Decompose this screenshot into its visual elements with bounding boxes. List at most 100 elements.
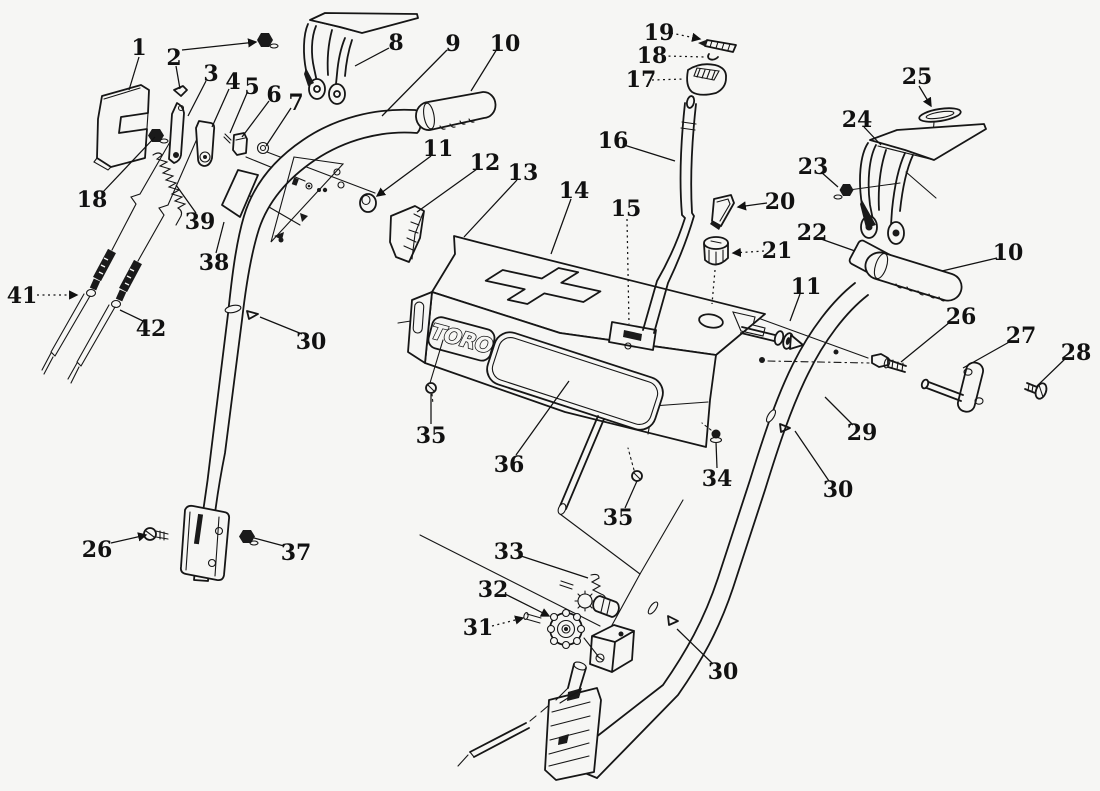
leader-line <box>128 56 140 91</box>
leader-line <box>504 593 551 617</box>
callout-8: 8 <box>354 30 404 67</box>
callout-label-26-32: 26 <box>82 537 113 563</box>
callout-11: 11 <box>375 136 454 197</box>
callout-label-4-3: 4 <box>225 69 240 95</box>
callout-38: 38 <box>199 221 230 276</box>
callout-label-3-2: 3 <box>203 61 218 87</box>
callout-label-8-7: 8 <box>388 30 403 56</box>
callout-label-34-36: 34 <box>702 466 733 492</box>
screw-35-left <box>425 339 444 405</box>
callout-12: 12 <box>416 150 500 213</box>
callout-label-9-8: 9 <box>445 31 460 57</box>
callout-label-7-6: 7 <box>288 90 303 116</box>
callout-label-33-44: 33 <box>494 539 525 565</box>
leader-line <box>101 136 156 194</box>
leader-line <box>820 171 839 188</box>
callout-label-22-18: 22 <box>797 220 828 246</box>
callout-label-42-30: 42 <box>136 316 167 342</box>
callout-label-25-14: 25 <box>902 64 933 90</box>
retainer-clip <box>707 53 719 61</box>
callout-39: 39 <box>175 184 215 235</box>
callout-label-38-28: 38 <box>199 250 230 276</box>
mounting-plate <box>93 84 150 171</box>
callout-10: 10 <box>941 240 1024 272</box>
right-grip <box>864 251 963 302</box>
nut-34 <box>701 422 723 444</box>
callout-label-41-29: 41 <box>7 283 38 309</box>
callout-1: 1 <box>128 35 147 91</box>
callout-16: 16 <box>598 128 676 162</box>
callout-19: 19 <box>644 20 702 46</box>
upper-bracket-right <box>833 107 987 245</box>
leader-line <box>354 47 390 67</box>
leader-line <box>651 78 685 81</box>
callout-label-1-0: 1 <box>131 35 146 61</box>
carriage-bolt <box>871 353 907 373</box>
lower-bracket-right <box>544 687 602 781</box>
callout-label-17-12: 17 <box>626 67 657 93</box>
callout-label-18-11: 18 <box>637 43 668 69</box>
callout-label-29-42: 29 <box>847 420 878 446</box>
callout-14: 14 <box>550 178 590 255</box>
leader-line <box>187 80 207 117</box>
callout-label-28-41: 28 <box>1061 340 1092 366</box>
callout-26: 26 <box>82 532 148 563</box>
leader-line <box>863 126 882 146</box>
leader-line <box>265 107 292 147</box>
leader-line <box>918 85 932 108</box>
leader-line <box>241 100 270 138</box>
callout-30: 30 <box>259 316 327 355</box>
callout-29: 29 <box>824 396 878 446</box>
callout-15: 15 <box>611 196 641 325</box>
leader-line <box>962 340 1012 369</box>
lower-bracket-left <box>143 504 259 582</box>
callout-28: 28 <box>1036 340 1092 387</box>
callout-label-16-13: 16 <box>598 128 629 154</box>
callout-label-23-16: 23 <box>798 154 829 180</box>
callout-label-30-43: 30 <box>823 477 854 503</box>
leader-line <box>789 293 801 322</box>
leader-line <box>381 49 448 117</box>
callout-label-14-24: 14 <box>559 178 590 204</box>
callout-label-2-1: 2 <box>166 45 181 71</box>
callout-11: 11 <box>789 274 822 322</box>
callout-label-30-31: 30 <box>296 329 327 355</box>
callout-41: 41 <box>7 283 79 309</box>
right-handle-tube <box>562 282 869 779</box>
callout-30: 30 <box>676 628 738 685</box>
bushing <box>359 193 377 213</box>
cable-42 <box>67 124 204 384</box>
clevis-pin <box>698 39 737 53</box>
callout-18: 18 <box>637 43 707 69</box>
callout-label-35-34: 35 <box>416 423 447 449</box>
callout-label-11-38: 11 <box>791 274 822 300</box>
callout-27: 27 <box>962 323 1037 369</box>
decal <box>221 169 259 218</box>
leader-line <box>1036 357 1067 387</box>
callout-label-26-39: 26 <box>946 304 977 330</box>
leader-line <box>794 430 830 482</box>
callout-33: 33 <box>494 539 589 579</box>
callout-label-36-35: 36 <box>494 452 525 478</box>
leader-line <box>736 201 768 211</box>
callout-label-11-21: 11 <box>423 136 454 162</box>
leader-line <box>670 32 702 42</box>
callout-label-10-20: 10 <box>993 240 1024 266</box>
left-grip <box>415 91 497 131</box>
rod-clip <box>710 194 735 230</box>
callout-label-5-4: 5 <box>244 74 259 100</box>
callout-label-18-26: 18 <box>77 187 108 213</box>
leader-line <box>676 628 714 665</box>
callout-label-27-40: 27 <box>1006 323 1037 349</box>
callout-42: 42 <box>119 309 167 342</box>
callout-label-19-10: 19 <box>644 20 675 46</box>
callout-26: 26 <box>900 304 977 363</box>
cable-41 <box>41 127 179 375</box>
leader-line <box>731 247 765 258</box>
callout-25: 25 <box>902 64 933 108</box>
callout-label-24-15: 24 <box>842 107 873 133</box>
leader-line <box>820 238 856 252</box>
spring <box>152 152 187 226</box>
handle-end-piece <box>389 205 425 263</box>
